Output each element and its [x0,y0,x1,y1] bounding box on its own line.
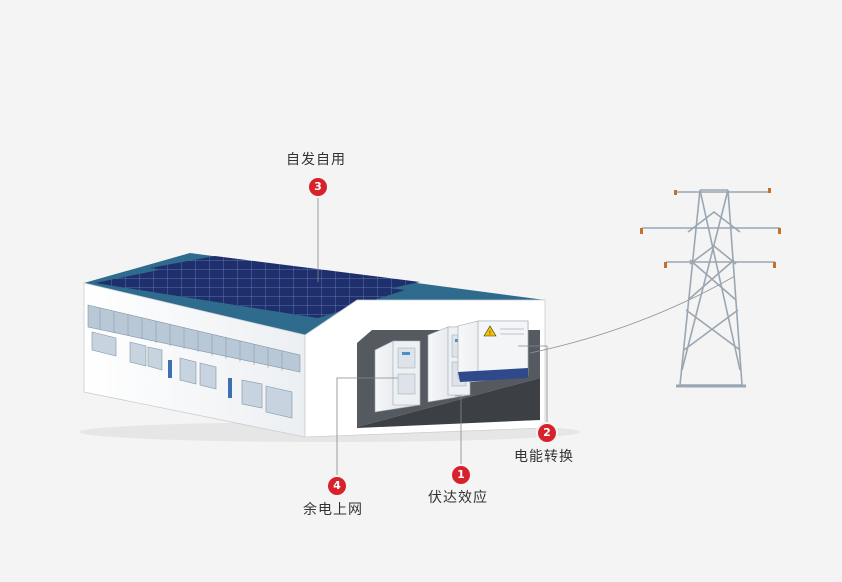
window-band [87,304,301,373]
step-3-label: 自发自用 [286,152,346,168]
leader-line-4 [336,377,398,476]
leader-lines [317,196,548,476]
transmission-tower [642,189,780,388]
svg-text:!: ! [489,330,491,337]
equipment-cabinets: ! [374,320,529,413]
step-1-marker: 1 [452,466,470,484]
doors [168,360,232,398]
step-4-marker: 4 [328,477,346,495]
solar-panel-array [150,256,420,296]
step-4-label: 余电上网 [303,502,363,518]
step-3-marker: 3 [309,178,327,196]
tower-insulators [640,188,781,268]
solar-panel-array [95,264,405,318]
step-2-marker: 2 [538,424,556,442]
lower-windows [91,331,293,419]
step-2-label: 电能转换 [514,449,574,465]
warning-sign-icon [483,325,497,337]
leader-line-1 [455,395,462,466]
leader-line-2 [518,345,548,423]
power-line [529,275,736,354]
step-1-label: 伏达效应 [428,490,488,506]
